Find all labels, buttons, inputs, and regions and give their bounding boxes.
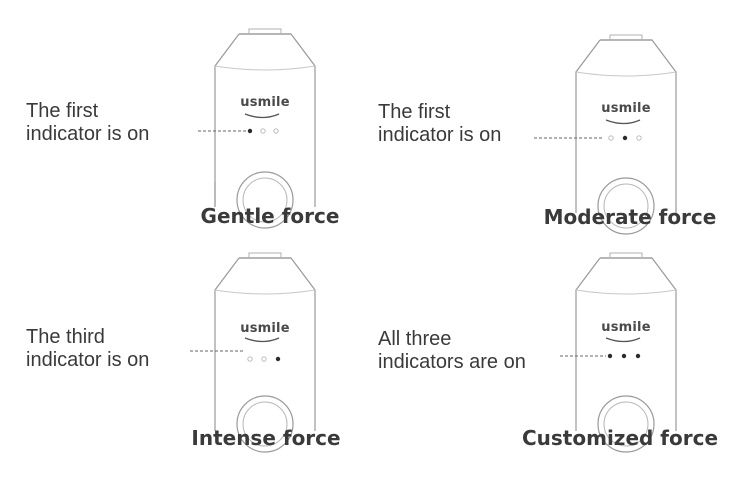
mode-panel-gentle: usmile The first indicator is on Gentle … — [0, 0, 370, 240]
indicator-caption: The first indicator is on — [26, 100, 149, 146]
mode-panel-intense: usmile The third indicator is on Intense… — [0, 240, 370, 480]
indicator-lights — [558, 353, 641, 359]
caption-line-2: indicators are on — [378, 351, 526, 373]
toothbrush-illustration — [205, 246, 325, 431]
caption-line-2: indicator is on — [26, 123, 150, 145]
indicator-caption: The first indicator is on — [378, 101, 501, 147]
force-mode-title: Intense force — [191, 426, 341, 450]
brand-logo-text: usmile — [240, 95, 290, 110]
indicator-dot-1 — [607, 353, 613, 359]
indicator-dot-1 — [247, 128, 253, 134]
indicator-dot-3 — [635, 353, 641, 359]
force-mode-title: Customized force — [521, 426, 719, 450]
force-mode-title: Gentle force — [200, 204, 340, 228]
indicator-caption: The third indicator is on — [26, 326, 149, 372]
caption-line-1: All three — [378, 328, 452, 350]
toothbrush-illustration — [566, 246, 686, 431]
mode-panel-customized: usmile All three indicators are on Custo… — [370, 240, 740, 480]
indicator-dot-2 — [622, 135, 628, 141]
indicator-dot-1 — [248, 357, 252, 361]
caption-line-1: The first — [378, 101, 451, 123]
indicator-dot-2 — [262, 357, 266, 361]
force-mode-title: Moderate force — [543, 205, 717, 229]
indicator-lights — [188, 351, 281, 365]
caption-line-1: The third — [26, 326, 105, 348]
indicator-dot-2 — [621, 353, 627, 359]
indicator-dot-3 — [274, 129, 278, 133]
caption-line-1: The first — [26, 100, 99, 122]
indicator-lights — [196, 124, 286, 138]
indicator-dot-1 — [609, 136, 613, 140]
toothbrush-illustration — [566, 28, 686, 213]
brand-logo-text: usmile — [601, 320, 651, 335]
indicator-dot-2 — [261, 129, 265, 133]
toothbrush-illustration — [205, 22, 325, 207]
indicator-lights — [532, 131, 647, 145]
caption-line-2: indicator is on — [26, 349, 150, 371]
mode-panel-moderate: usmile The first indicator is on Moderat… — [370, 0, 740, 240]
indicator-caption: All three indicators are on — [378, 328, 526, 374]
brand-logo-text: usmile — [240, 321, 290, 336]
indicator-dot-3 — [275, 356, 281, 362]
brand-logo-text: usmile — [601, 101, 651, 116]
caption-line-2: indicator is on — [378, 124, 502, 146]
indicator-dot-3 — [637, 136, 641, 140]
